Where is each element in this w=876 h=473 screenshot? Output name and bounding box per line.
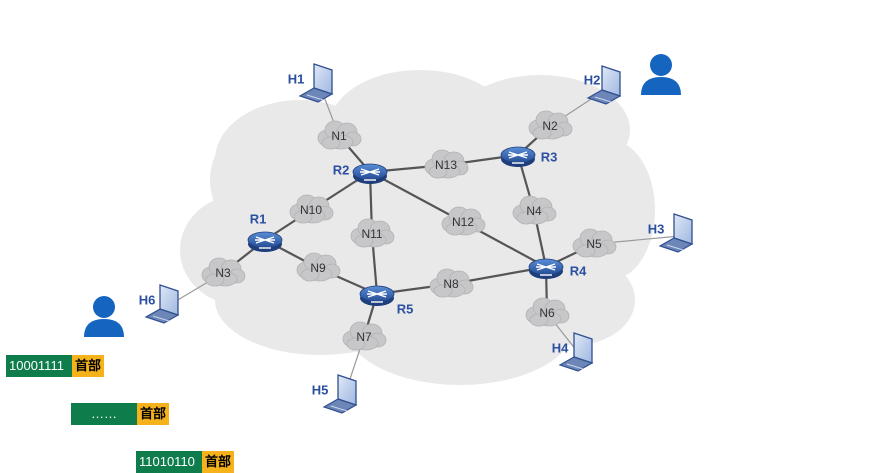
packet-payload: …… <box>71 403 137 425</box>
network-n13: N13 <box>424 149 469 179</box>
packet-header: 首部 <box>137 403 170 425</box>
host-h1: H1 <box>288 63 334 103</box>
cloud-icon <box>201 257 246 287</box>
network-label: N8 <box>443 277 459 291</box>
laptop-icon <box>322 374 358 414</box>
packet-header: 首部 <box>72 355 105 377</box>
router-label: R3 <box>541 149 558 164</box>
network-n10: N10 <box>289 194 334 224</box>
user-icon <box>84 296 124 337</box>
laptop-icon <box>658 213 694 253</box>
packet: 10001111 首部 <box>6 355 105 377</box>
packet-payload: 11010110 <box>136 451 202 473</box>
packet: 11010110 首部 <box>136 451 235 473</box>
router-icon <box>528 258 564 279</box>
host-label: H5 <box>312 382 329 397</box>
host-h2: H2 <box>584 65 622 105</box>
network-n7: N7 <box>342 321 387 351</box>
network-n8: N8 <box>429 268 474 298</box>
laptop-icon <box>558 332 594 372</box>
cloud-icon <box>528 110 573 140</box>
router-icon <box>500 146 536 167</box>
router-label: R2 <box>333 162 350 177</box>
network-n5: N5 <box>572 228 617 258</box>
host-label: H2 <box>584 72 601 87</box>
router-label: R1 <box>250 211 267 226</box>
router-icon <box>359 285 395 306</box>
network-label: N12 <box>452 215 474 229</box>
router-label: R5 <box>397 301 414 316</box>
cloud-icon <box>289 194 334 224</box>
network-label: N9 <box>310 261 326 275</box>
cloud-icon <box>317 120 362 150</box>
router-r2: R2 <box>333 162 388 184</box>
network-label: N5 <box>586 237 602 251</box>
cloud-icon <box>441 206 486 236</box>
laptop-icon <box>144 284 180 324</box>
host-h5: H5 <box>312 374 358 414</box>
packet-payload: 10001111 <box>6 355 72 377</box>
cloud-icon <box>572 228 617 258</box>
network-n12: N12 <box>441 206 486 236</box>
cloud-icon <box>429 268 474 298</box>
cloud-icon <box>525 297 570 327</box>
router-icon <box>247 231 283 252</box>
router-r3: R3 <box>500 146 558 167</box>
laptop-icon <box>586 65 622 105</box>
cloud-icon <box>296 252 341 282</box>
packet: …… 首部 <box>71 403 170 425</box>
router-r5: R5 <box>359 285 414 316</box>
host-label: H4 <box>552 340 569 355</box>
network-label: N1 <box>331 129 347 143</box>
router-r1: R1 <box>247 211 283 252</box>
router-icon <box>352 163 388 184</box>
host-label: H6 <box>139 292 156 307</box>
network-n4: N4 <box>512 195 557 225</box>
host-h3: H3 <box>648 213 694 253</box>
host-label: H1 <box>288 71 305 86</box>
network-n6: N6 <box>525 297 570 327</box>
host-label: H3 <box>648 221 665 236</box>
network-n2: N2 <box>528 110 573 140</box>
network-label: N7 <box>356 330 372 344</box>
network-label: N4 <box>526 204 542 218</box>
network-n3: N3 <box>201 257 246 287</box>
cloud-icon <box>512 195 557 225</box>
network-n1: N1 <box>317 120 362 150</box>
cloud-icon <box>350 218 395 248</box>
laptop-icon <box>298 63 334 103</box>
cloud-icon <box>342 321 387 351</box>
host-h6: H6 <box>139 284 180 324</box>
cloud-icon <box>424 149 469 179</box>
host-h4: H4 <box>552 332 594 372</box>
user-icon <box>641 54 681 95</box>
network-label: N3 <box>215 266 231 280</box>
network-label: N13 <box>435 158 457 172</box>
network-label: N2 <box>542 119 558 133</box>
network-n11: N11 <box>350 218 395 248</box>
network-label: N11 <box>361 227 382 241</box>
link-R2-N12 <box>369 171 464 223</box>
network-label: N10 <box>300 203 322 217</box>
router-r4: R4 <box>528 258 587 279</box>
router-label: R4 <box>570 263 587 278</box>
packet-header: 首部 <box>202 451 235 473</box>
network-n9: N9 <box>296 252 341 282</box>
network-label: N6 <box>539 306 555 320</box>
